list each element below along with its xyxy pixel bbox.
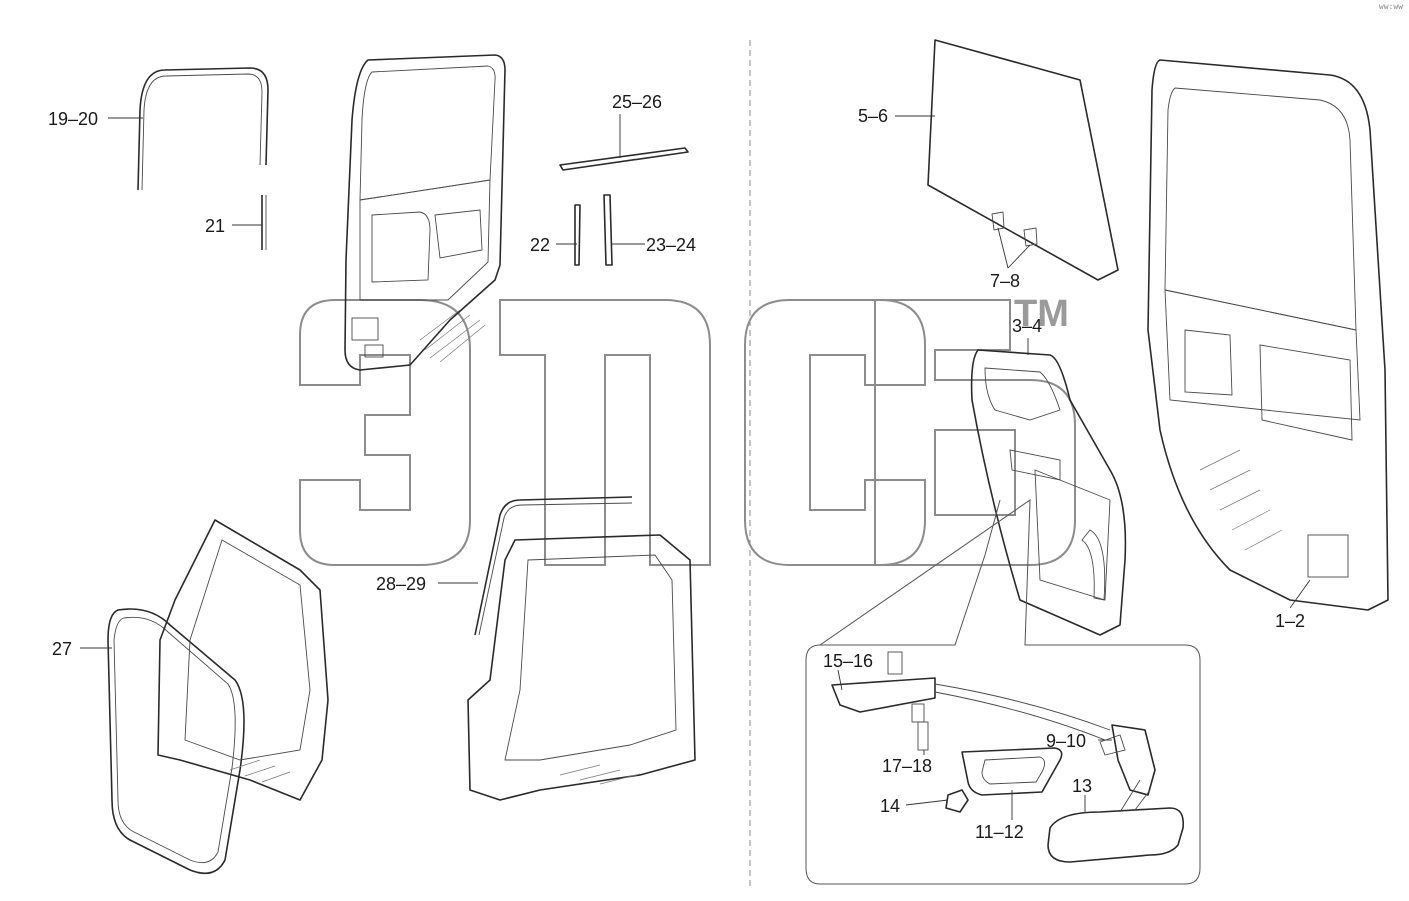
callout-27: 27 (52, 639, 72, 659)
callout-5-6: 5–6 (858, 106, 888, 126)
run-channel-rear (574, 204, 581, 266)
callout-11-12: 11–12 (975, 822, 1024, 842)
door-outer-right (1147, 59, 1389, 611)
handle-rod (917, 721, 929, 751)
callout-23-24: 23–24 (646, 235, 696, 255)
glass-bracket-b (1023, 227, 1038, 247)
door-trim-panel (970, 349, 1127, 636)
callout-3-4: 3–4 (1012, 316, 1042, 336)
callout-17-18: 17–18 (882, 756, 932, 776)
door-glass (927, 39, 1119, 281)
run-channel-front (603, 194, 613, 266)
door-opening-seal (107, 608, 245, 875)
callout-25-26: 25–26 (612, 92, 662, 112)
retaining-clip (945, 789, 969, 813)
callout-1-2: 1–2 (1275, 611, 1305, 631)
leader-lines (80, 114, 1311, 820)
detail-inset-frame (805, 499, 1201, 885)
belt-molding (559, 147, 689, 171)
cab-aperture-left (157, 519, 329, 801)
handle-bezel (961, 747, 1063, 796)
callout-14: 14 (880, 796, 900, 816)
door-lock-mechanism (1099, 724, 1156, 796)
callout-9-10: 9–10 (1046, 731, 1086, 751)
callout-28-29: 28–29 (376, 574, 426, 594)
door-frame-left (344, 54, 506, 371)
callout-13: 13 (1072, 776, 1092, 796)
callout-7-8: 7–8 (990, 271, 1020, 291)
watermark-tm: TM (1014, 293, 1069, 335)
outside-handle (1047, 807, 1185, 863)
roof-weatherstrip (474, 496, 633, 636)
callout-19-20: 19–20 (48, 109, 98, 129)
cab-aperture-right (467, 534, 696, 801)
callout-21: 21 (205, 216, 225, 236)
corner-mark: ww:ww (1378, 2, 1403, 11)
lock-cable-b (934, 691, 1106, 741)
callout-15-16: 15–16 (823, 651, 873, 671)
callout-22: 22 (530, 235, 550, 255)
lock-cable-a (934, 683, 1111, 731)
glass-bracket-a (991, 211, 1005, 231)
watermark-logo: TM (299, 293, 1076, 566)
glass-run-channel (137, 67, 269, 191)
